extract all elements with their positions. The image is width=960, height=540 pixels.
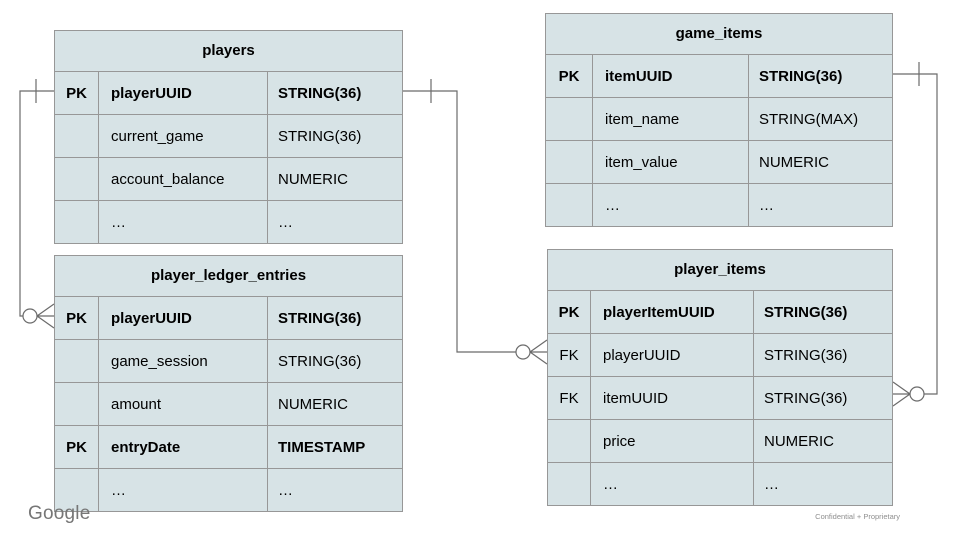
- confidential-note: Confidential + Proprietary: [815, 512, 900, 521]
- cell-key: [548, 420, 591, 462]
- google-logo: Google: [28, 503, 91, 524]
- cell-key: [546, 98, 593, 140]
- cell-name: item_name: [593, 98, 749, 140]
- cell-name: playerItemUUID: [591, 291, 754, 333]
- table-row: PK playerItemUUID STRING(36): [548, 290, 892, 333]
- cell-key: [55, 383, 99, 425]
- table-row: account_balance NUMERIC: [55, 157, 402, 200]
- cell-name: price: [591, 420, 754, 462]
- table-row: FK itemUUID STRING(36): [548, 376, 892, 419]
- cell-type: STRING(36): [759, 67, 843, 85]
- cell-name: game_session: [99, 340, 268, 382]
- cell-type: STRING(36): [278, 352, 362, 370]
- cell-key: PK: [548, 291, 591, 333]
- cell-key: [55, 469, 99, 511]
- table-title: game_items: [675, 25, 763, 42]
- crow-foot-many-icon: [892, 381, 911, 407]
- table-row: … …: [548, 462, 892, 505]
- cell-key: PK: [55, 426, 99, 468]
- cell-name: current_game: [99, 115, 268, 157]
- table-row: … …: [55, 468, 402, 511]
- entity-table-player-items: player_items PK playerItemUUID STRING(36…: [547, 249, 893, 506]
- cell-key: [55, 340, 99, 382]
- connector-line: [19, 90, 54, 317]
- cell-type: …: [278, 481, 293, 499]
- cell-name: account_balance: [99, 158, 268, 200]
- zero-circle-icon: [22, 308, 38, 324]
- table-row: PK entryDate TIMESTAMP: [55, 425, 402, 468]
- cell-key: PK: [546, 55, 593, 97]
- cell-key: PK: [55, 297, 99, 339]
- cell-type: NUMERIC: [759, 153, 829, 171]
- table-title: player_items: [674, 261, 766, 278]
- cell-type: …: [759, 196, 774, 214]
- cell-type: NUMERIC: [278, 170, 348, 188]
- cell-key: [546, 184, 593, 226]
- cell-key: [55, 201, 99, 243]
- table-row: PK itemUUID STRING(36): [546, 54, 892, 97]
- cell-type: TIMESTAMP: [278, 438, 366, 456]
- entity-table-players: players PK playerUUID STRING(36) current…: [54, 30, 403, 244]
- table-row: PK playerUUID STRING(36): [55, 71, 402, 114]
- cell-name: item_value: [593, 141, 749, 183]
- cell-key: [55, 115, 99, 157]
- table-row: price NUMERIC: [548, 419, 892, 462]
- cell-name: playerUUID: [99, 72, 268, 114]
- cell-name: itemUUID: [593, 55, 749, 97]
- cell-key: [55, 158, 99, 200]
- zero-circle-icon: [909, 386, 925, 402]
- table-row: item_value NUMERIC: [546, 140, 892, 183]
- cell-name: amount: [99, 383, 268, 425]
- cell-type: NUMERIC: [764, 432, 834, 450]
- cell-type: STRING(36): [764, 346, 848, 364]
- crow-foot-many-icon: [36, 303, 55, 329]
- cell-type: STRING(36): [764, 303, 848, 321]
- table-row: … …: [546, 183, 892, 226]
- cell-type: STRING(36): [278, 84, 362, 102]
- cell-key: FK: [548, 334, 591, 376]
- cell-name: playerUUID: [591, 334, 754, 376]
- connector-line: [403, 90, 530, 353]
- entity-table-game-items: game_items PK itemUUID STRING(36) item_n…: [545, 13, 893, 227]
- entity-table-player-ledger-entries: player_ledger_entries PK playerUUID STRI…: [54, 255, 403, 512]
- cell-key: PK: [55, 72, 99, 114]
- cell-type: …: [278, 213, 293, 231]
- cell-name: …: [99, 469, 268, 511]
- cell-name: itemUUID: [591, 377, 754, 419]
- cell-key: [546, 141, 593, 183]
- relationship-game-items-to-player-items: [892, 62, 938, 407]
- cell-name: playerUUID: [99, 297, 268, 339]
- table-title: player_ledger_entries: [150, 267, 307, 284]
- table-row: item_name STRING(MAX): [546, 97, 892, 140]
- connector-line: [893, 73, 938, 395]
- cell-type: STRING(36): [278, 127, 362, 145]
- zero-circle-icon: [515, 344, 531, 360]
- cell-name: …: [99, 201, 268, 243]
- cell-key: FK: [548, 377, 591, 419]
- table-row: FK playerUUID STRING(36): [548, 333, 892, 376]
- cell-type: …: [764, 475, 779, 493]
- table-row: game_session STRING(36): [55, 339, 402, 382]
- cell-type: NUMERIC: [278, 395, 348, 413]
- cell-key: [548, 463, 591, 505]
- cell-type: STRING(36): [278, 309, 362, 327]
- table-row: … …: [55, 200, 402, 243]
- table-title: players: [202, 42, 255, 59]
- cell-type: STRING(MAX): [759, 110, 859, 128]
- table-row: amount NUMERIC: [55, 382, 402, 425]
- cell-name: …: [593, 184, 749, 226]
- table-row: current_game STRING(36): [55, 114, 402, 157]
- cell-name: …: [591, 463, 754, 505]
- relationship-players-to-player-items: [403, 79, 548, 365]
- cell-name: entryDate: [99, 426, 268, 468]
- relationship-players-to-player-ledger-entries: [19, 79, 55, 329]
- crow-foot-many-icon: [529, 339, 548, 365]
- table-row: PK playerUUID STRING(36): [55, 296, 402, 339]
- cell-type: STRING(36): [764, 389, 848, 407]
